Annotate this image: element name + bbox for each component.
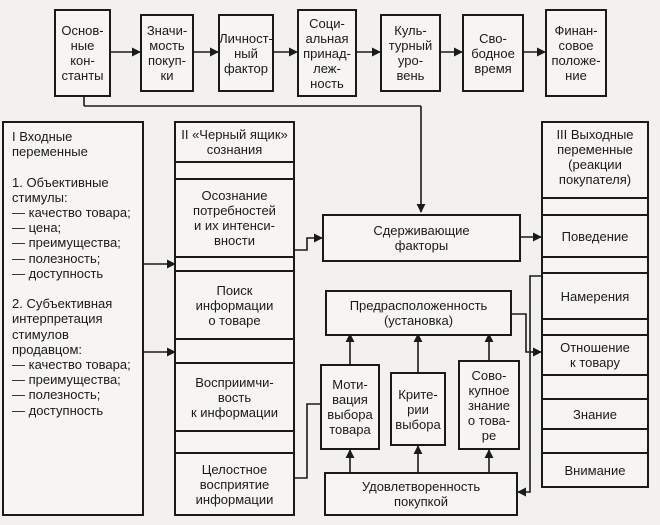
selection-criteria: Крите- рии выбора: [390, 372, 446, 446]
output-knowledge: Знание: [541, 398, 649, 430]
motivation: Моти- вация выбора товара: [320, 364, 380, 450]
factor-free-time: Сво- бодное время: [462, 14, 524, 92]
product-knowledge: Сово- купное знание о това- ре: [458, 360, 520, 450]
output-behavior: Поведение: [541, 214, 649, 258]
stage-needs-awareness: Осознание потребностей и их интенси- вно…: [174, 178, 295, 258]
stage-holistic-perception: Целостное восприятие информации: [174, 452, 295, 516]
feedback-line: [295, 403, 320, 479]
output-attitude: Отношение к товару: [541, 334, 649, 376]
output-attention: Внимание: [541, 452, 649, 488]
arrow-behavior-to-satisfaction: [517, 275, 541, 497]
restraining-factors: Сдерживающие факторы: [322, 214, 521, 262]
predisposition: Предрасположенность (установка): [325, 290, 512, 336]
factor-purchase-significance: Значи- мость покуп- ки: [140, 14, 194, 92]
factor-cultural: Куль- турный уро- вень: [380, 14, 441, 92]
black-box-title: II «Черный ящик» сознания: [176, 123, 293, 163]
output-intentions: Намерения: [541, 272, 649, 320]
output-variables-title: III Выходные переменные (реакции покупат…: [543, 123, 647, 199]
factor-social: Соци- альная принад- леж- ность: [297, 9, 357, 97]
factor-financial: Финан- совое положе- ние: [545, 9, 607, 97]
purchase-satisfaction: Удовлетворенность покупкой: [324, 472, 518, 516]
arrow-bb-to-restraining: [295, 233, 323, 251]
stage-info-search: Поиск информации о товаре: [174, 270, 295, 340]
input-variables-panel: I Входные переменные 1. Объективные стим…: [2, 121, 144, 516]
stage-receptiveness: Восприимчи- вость к информации: [174, 362, 295, 432]
factor-personal: Личност- ный фактор: [218, 14, 274, 92]
arrow-predisposition-to-attitude: [511, 313, 542, 357]
input-variables-text: I Входные переменные 1. Объективные стим…: [12, 129, 131, 418]
factor-basic-constants: Основ- ные кон- станты: [54, 9, 111, 97]
